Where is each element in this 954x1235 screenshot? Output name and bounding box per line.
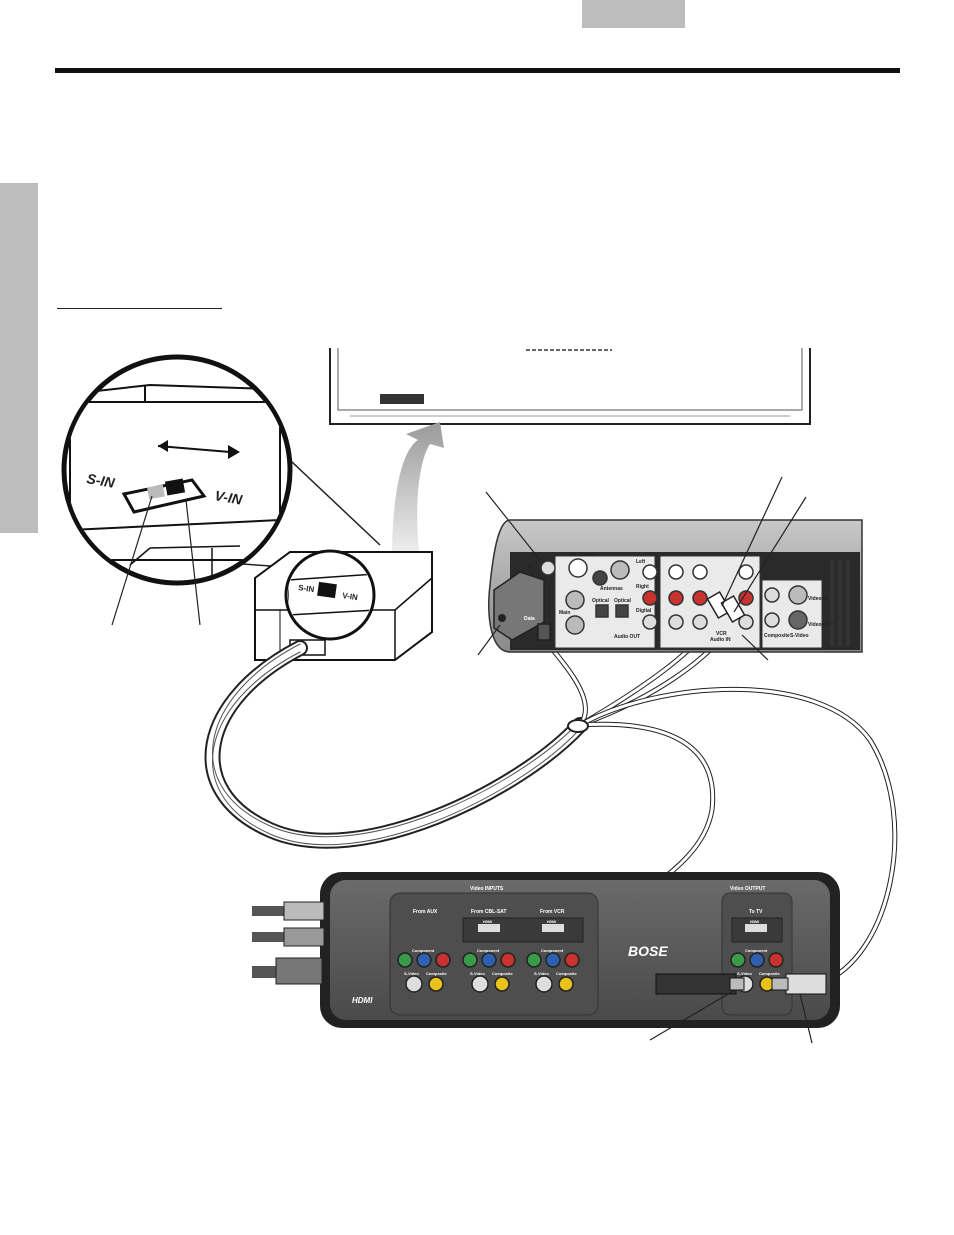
to-tv-label: To TV bbox=[749, 909, 763, 915]
receiver-label-5: Audio OUT bbox=[614, 634, 640, 640]
receiver-label-0: TV bbox=[527, 564, 534, 570]
switch-s-in-label: S-IN bbox=[85, 470, 116, 491]
composite-label-aux: Composite bbox=[426, 971, 447, 976]
small-switch-v-in-label: V-IN bbox=[342, 591, 359, 602]
receiver-label-4: Optical bbox=[614, 598, 632, 604]
component-label-tv: Component bbox=[745, 948, 768, 953]
cable-bundle bbox=[204, 607, 898, 986]
composite-label-cbl: Composite bbox=[492, 971, 513, 976]
hdmi-label-vcr: HDMI bbox=[547, 920, 556, 924]
interface-callout-lines bbox=[649, 989, 813, 1044]
interface-inputs-title: Video INPUTS bbox=[470, 886, 504, 892]
video-interface-module: Video INPUTS Video OUTPUT From AUX From … bbox=[252, 872, 840, 1028]
composite-label-tv: Composite bbox=[759, 971, 780, 976]
section-heading-line bbox=[57, 308, 222, 309]
switch-v-in-label: V-IN bbox=[213, 487, 244, 508]
receiver-label-15: VCR bbox=[716, 631, 727, 637]
receiver-callout-lines bbox=[477, 476, 807, 661]
plugged-output-cables bbox=[655, 973, 827, 995]
receiver-label-11: Video OUT bbox=[808, 622, 833, 628]
side-tab bbox=[0, 183, 38, 533]
component-label-cbl: Component bbox=[477, 948, 500, 953]
composite-label-vcr: Composite bbox=[556, 971, 577, 976]
receiver-label-14: Data bbox=[524, 616, 535, 622]
small-switch-s-in-label: S-IN bbox=[298, 583, 315, 594]
hdmi-label-tv: HDMI bbox=[750, 920, 759, 924]
receiver-label-13: S-Video bbox=[790, 633, 809, 639]
receiver-label-6: Antennas bbox=[600, 586, 623, 592]
component-label-aux: Component bbox=[412, 948, 435, 953]
receiver-label-8: Right bbox=[636, 584, 649, 590]
from-vcr-label: From VCR bbox=[540, 909, 565, 915]
hdmi-label-cbl: HDMI bbox=[483, 920, 492, 924]
left-side-cables bbox=[252, 901, 325, 985]
svideo-label-vcr: S-Video bbox=[534, 971, 549, 976]
from-cbl-label: From CBL-SAT bbox=[471, 909, 506, 915]
brand-logo: BOSE bbox=[628, 943, 668, 959]
receiver-label-10: Video IN bbox=[808, 596, 828, 602]
hdmi-logo: HDMI bbox=[352, 996, 373, 1005]
curved-arrow-icon bbox=[392, 422, 444, 560]
component-label-vcr: Component bbox=[541, 948, 564, 953]
hdmi-port-tv bbox=[745, 924, 767, 932]
from-aux-label: From AUX bbox=[413, 909, 438, 915]
receiver-label-16: Audio IN bbox=[710, 637, 731, 643]
tv-scart-connector bbox=[380, 394, 424, 404]
media-center-rear-panel: TV DC Power Main Optical Optical Audio O… bbox=[488, 519, 863, 653]
zoom-callout: S-IN V-IN bbox=[61, 354, 381, 626]
receiver-label-12: Composite bbox=[764, 633, 790, 639]
receiver-label-2: Main bbox=[559, 610, 570, 616]
header-tab bbox=[582, 0, 685, 28]
header-rule bbox=[55, 68, 900, 73]
receiver-label-1: DC Power bbox=[570, 552, 594, 558]
svideo-label-aux: S-Video bbox=[404, 971, 419, 976]
svideo-label-tv: S-Video bbox=[737, 971, 752, 976]
scart-adapter: S-IN V-IN bbox=[254, 549, 433, 661]
receiver-label-3: Optical bbox=[592, 598, 610, 604]
receiver-label-9: Digital bbox=[636, 608, 652, 614]
hdmi-port-vcr bbox=[542, 924, 564, 932]
svideo-label-cbl: S-Video bbox=[470, 971, 485, 976]
hdmi-port-cbl bbox=[478, 924, 500, 932]
interface-output-title: Video OUTPUT bbox=[730, 886, 765, 892]
receiver-label-7: Left bbox=[636, 559, 646, 565]
tv-back bbox=[329, 348, 811, 425]
